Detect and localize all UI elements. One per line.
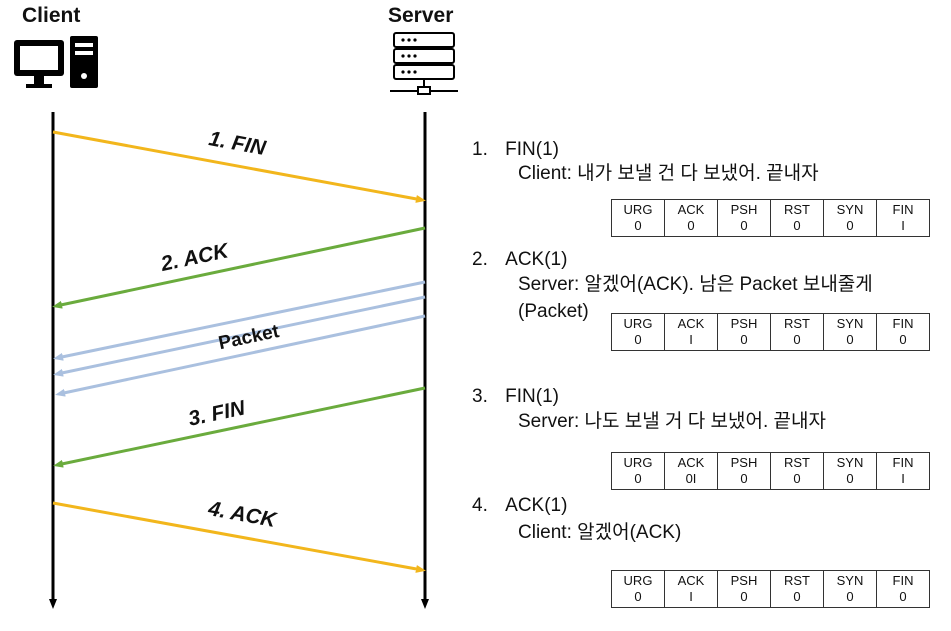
arrow-3-fin xyxy=(53,386,426,468)
arrow-4-label: 4. ACK xyxy=(206,497,280,532)
step-1-title: FIN(1) xyxy=(505,139,559,160)
client-title: Client xyxy=(22,4,81,27)
step-3-desc: Server: 나도 보낼 거 다 보냈어. 끝내자 xyxy=(518,411,826,432)
step-4-number: 4. xyxy=(472,495,488,516)
packet-arrow-2 xyxy=(53,295,426,377)
arrow-1-label: 1. FIN xyxy=(207,127,268,160)
arrow-2-ack xyxy=(52,226,426,309)
step-2-title: ACK(1) xyxy=(505,249,568,270)
packet-arrow-3 xyxy=(55,314,426,397)
step-2-heading: 2. ACK(1) xyxy=(472,248,567,272)
step-3-heading: 3. FIN(1) xyxy=(472,385,559,409)
arrow-1-fin xyxy=(52,130,426,203)
step-4-desc: Client: 알겠어(ACK) xyxy=(518,522,682,543)
step-3-title: FIN(1) xyxy=(505,386,559,407)
step-4-heading: 4. ACK(1) xyxy=(472,494,567,518)
step-2-number: 2. xyxy=(472,249,488,270)
step-4-title: ACK(1) xyxy=(505,495,568,516)
arrow-4-ack xyxy=(52,501,426,573)
server-icon xyxy=(390,32,458,95)
step-2-desc-packet: (Packet) xyxy=(518,301,589,322)
step-2-desc: Server: 알겠어(ACK). 남은 Packet 보내줄게 xyxy=(518,274,873,295)
step-1-number: 1. xyxy=(472,139,488,160)
computer-icon xyxy=(14,36,98,88)
step-1-heading: 1. FIN(1) xyxy=(472,138,559,162)
packet-arrow-1 xyxy=(53,280,426,361)
step-3-number: 3. xyxy=(472,386,488,407)
server-title: Server xyxy=(388,4,454,27)
step-1-desc: Client: 내가 보낼 건 다 보냈어. 끝내자 xyxy=(518,163,819,184)
